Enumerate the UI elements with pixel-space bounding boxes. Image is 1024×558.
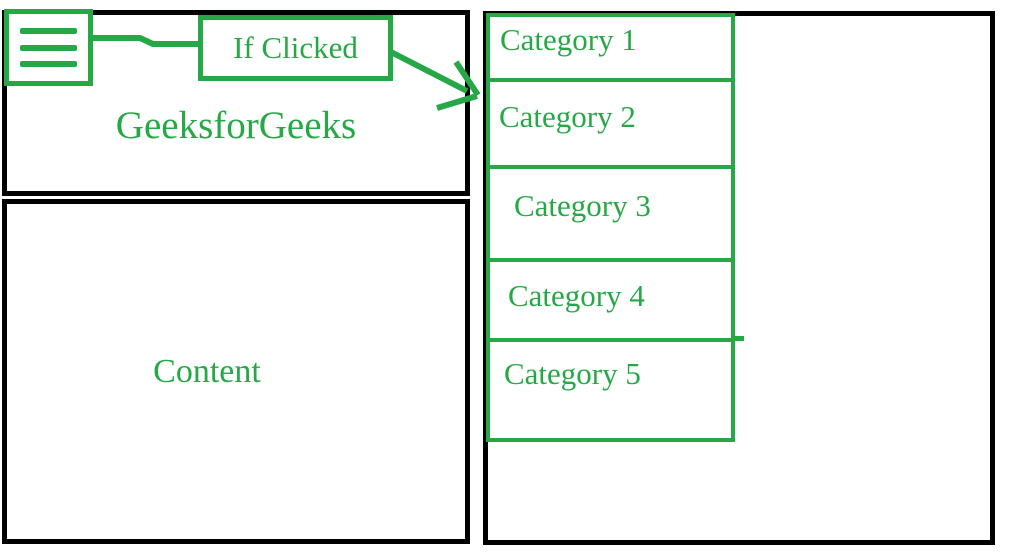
hamburger-icon	[20, 61, 77, 68]
menu-item-category-5[interactable]: Category 5	[490, 342, 731, 438]
hamburger-icon	[20, 44, 77, 51]
menu-item-category-1[interactable]: Category 1	[490, 17, 731, 82]
divider-tick	[735, 336, 744, 341]
content-label: Content	[153, 352, 261, 390]
category-menu: Category 1 Category 2 Category 3 Categor…	[486, 13, 735, 442]
menu-item-category-3[interactable]: Category 3	[490, 169, 731, 262]
hamburger-icon	[20, 27, 77, 34]
if-clicked-annotation: If Clicked	[198, 15, 393, 81]
menu-item-category-4[interactable]: Category 4	[490, 262, 731, 342]
brand-title: GeeksforGeeks	[115, 104, 357, 147]
menu-item-category-2[interactable]: Category 2	[490, 82, 731, 169]
hamburger-menu-button[interactable]	[4, 9, 93, 86]
content-area: Content	[2, 199, 470, 544]
